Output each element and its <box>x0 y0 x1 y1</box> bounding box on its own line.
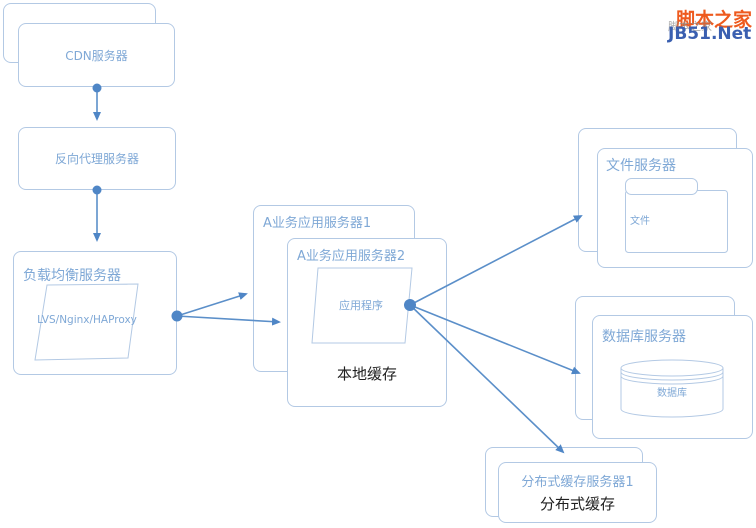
application-parallelogram-icon <box>311 267 413 344</box>
file-server-label: 文件服务器 <box>606 158 676 174</box>
local-cache-label: 本地缓存 <box>336 364 397 383</box>
reverse-proxy-label: 反向代理服务器 <box>54 152 139 166</box>
watermark-echo: 脚本之家 <box>668 20 712 33</box>
watermark-site-name: 脚本之家 <box>676 9 753 31</box>
cdn-server-label: CDN服务器 <box>65 48 128 63</box>
distributed-cache-server-label: 分布式缓存服务器1 <box>521 474 634 490</box>
database-cylinder-icon <box>620 359 724 418</box>
folder-icon <box>625 178 728 253</box>
file-label: 文件 <box>630 216 650 227</box>
watermark-site-url-wrap: JB51.Net <box>668 24 751 44</box>
database-server-label: 数据库服务器 <box>602 329 686 345</box>
app-server-2-label: A业务应用服务器2 <box>297 249 406 264</box>
distributed-cache-box <box>498 462 657 523</box>
lvs-parallelogram-icon <box>34 283 139 361</box>
distributed-cache-label: 分布式缓存 <box>539 494 615 513</box>
application-program-label: 应用程序 <box>339 299 383 312</box>
watermark: 脚本之家 <box>676 5 752 32</box>
database-label: 数据库 <box>657 387 687 399</box>
load-balancer-software-label: LVS/Nginx/HAProxy <box>37 314 137 326</box>
load-balancer-label: 负载均衡服务器 <box>23 268 121 284</box>
cdn-server-box <box>18 23 175 87</box>
watermark-site-url: JB51.Net <box>668 24 752 44</box>
app-server-1-label: A业务应用服务器1 <box>263 216 372 231</box>
arrow-load-balancer-to-app-server-1 <box>176 292 248 317</box>
